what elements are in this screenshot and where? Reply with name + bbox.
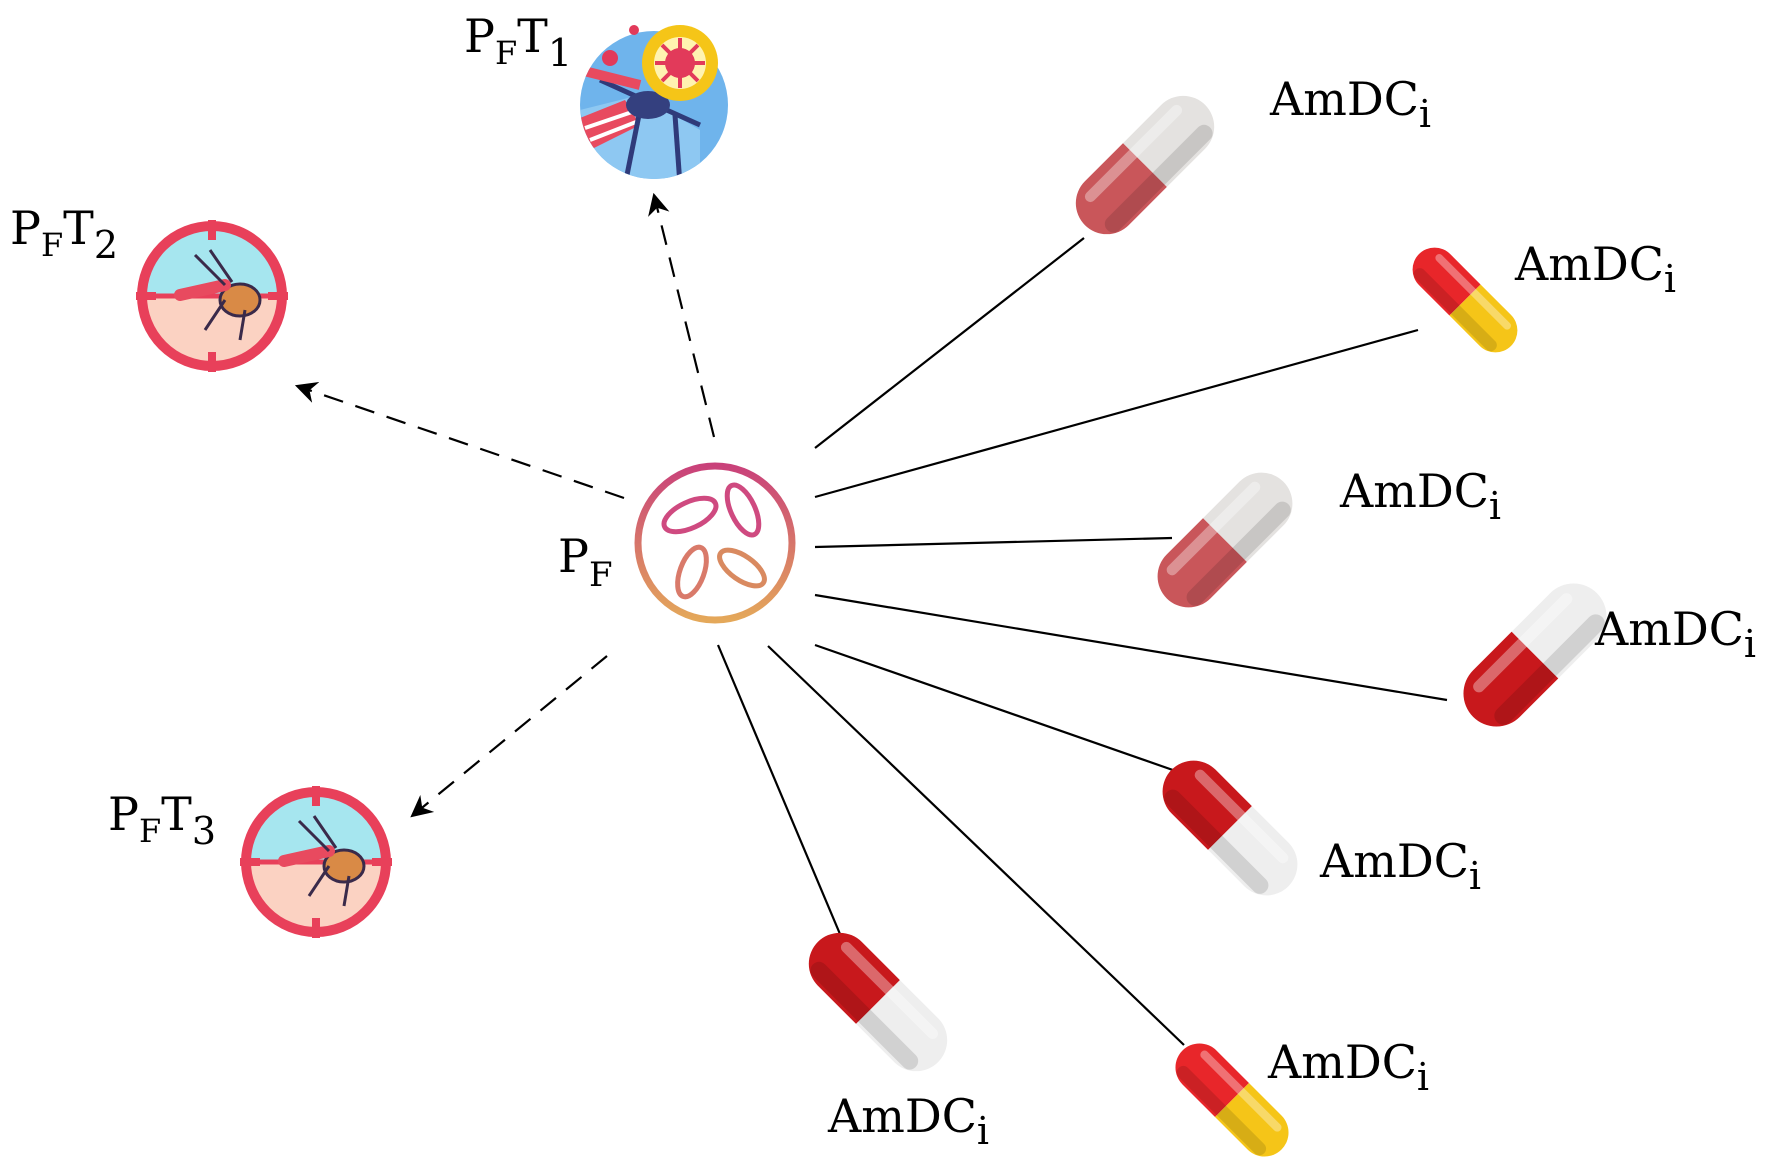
capsule-icon-d4 <box>1463 583 1607 727</box>
parasite-cell-icon <box>634 462 796 624</box>
connector-d1 <box>814 237 1085 449</box>
capsule-icon-d1 <box>1075 95 1215 235</box>
drug-label-d3: AmDCi <box>1339 464 1501 528</box>
arrow-to-t2 <box>294 382 625 500</box>
connector-d3 <box>814 536 1173 549</box>
target-t2-icon <box>136 220 288 372</box>
drug-label-d7: AmDCi <box>827 1089 989 1153</box>
capsule-icon-d6 <box>1175 1043 1289 1157</box>
connector-d2 <box>814 328 1419 499</box>
target-t3-label: PFT3 <box>108 787 216 853</box>
drug-connectors <box>716 237 1448 1046</box>
drug-label-d6: AmDCi <box>1267 1035 1429 1099</box>
drug-label-d5: AmDCi <box>1319 834 1481 898</box>
drug-label-d1: AmDCi <box>1269 72 1431 136</box>
connector-d7 <box>716 644 850 954</box>
target-t2-label: PFT2 <box>10 201 118 267</box>
capsule-icon-d7 <box>808 932 948 1072</box>
center-label: PF <box>558 529 613 595</box>
connector-d4 <box>814 593 1448 702</box>
connector-d5 <box>814 643 1191 778</box>
target-t3-icon <box>240 786 392 938</box>
capsule-icon-d2 <box>1412 247 1518 353</box>
arrow-to-t1 <box>648 192 716 438</box>
arrow-to-t3 <box>410 655 608 818</box>
drug-label-d2: AmDCi <box>1514 237 1676 301</box>
capsule-icon-d5 <box>1162 760 1298 896</box>
target-t1-icon <box>580 25 728 179</box>
drug-label-d4: AmDCi <box>1594 602 1756 666</box>
capsule-icon-d3 <box>1157 472 1293 608</box>
target-t1-label: PFT1 <box>464 9 572 75</box>
drugs-layer <box>808 95 1607 1157</box>
target-arrows <box>294 192 716 818</box>
connector-d6 <box>767 645 1185 1046</box>
